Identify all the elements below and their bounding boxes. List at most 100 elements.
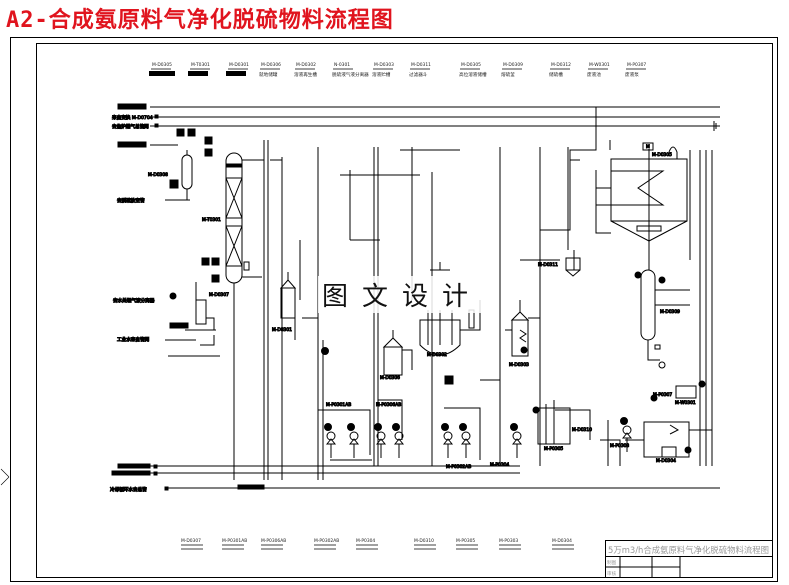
equipment-list-item: M-P0305 — [456, 538, 478, 550]
equipment-name: 过滤器斗 — [409, 71, 428, 78]
equipment-tag: M-D0306 — [261, 62, 281, 68]
instrument-boxes — [176, 128, 220, 283]
equipment-tag: M-D0303 — [374, 62, 394, 68]
stream-bar — [111, 470, 151, 476]
tag-d0311: M-D0311 — [538, 262, 558, 268]
equipment-list-item: M-D0311 过滤器斗 — [409, 62, 431, 78]
tag-d0310: M-D0310 — [572, 427, 592, 433]
tag-p0307: M-P0307 — [653, 392, 672, 398]
equipment-list-item: M-D0303 溶液贮槽 — [372, 62, 394, 78]
stream-label: 来自变换 M-D0704 — [112, 114, 153, 121]
equipment-list-item: M-P0303 — [499, 538, 521, 550]
tag-mixer: M — [646, 144, 650, 150]
vessel-d0308 — [165, 150, 193, 201]
equipment-tags: M-D0308 M-T0301 M-D0307 M-D0301 M-D0306 … — [148, 144, 697, 471]
equipment-list-item: M-D0309 熔硫釜 — [501, 62, 523, 78]
drawn-by-label: 制图 — [607, 559, 617, 566]
tag-d0306: M-D0306 — [380, 375, 400, 381]
equipment-tag: M-T0301 — [191, 62, 210, 68]
equipment-tag: M-D0309 — [503, 62, 523, 68]
tag-t0301: M-T0301 — [202, 217, 221, 223]
vessel-d0310 — [532, 400, 571, 445]
inlet-streams — [111, 103, 720, 491]
equipment-tag: M-W0301 — [589, 62, 610, 68]
equipment-tag: M-D0305 — [152, 62, 172, 68]
pump — [374, 423, 387, 458]
stream-labels: 来自变换 M-D0704 去焦炉煤气总管网 去脱硫放空管 去水处理气液分离器 工… — [110, 114, 156, 494]
equipment-list-item: M-D0305 — [149, 62, 175, 76]
pump — [347, 423, 360, 458]
inner-frame — [36, 43, 773, 578]
tag-d0307: M-D0307 — [209, 292, 229, 298]
vessel-d0301 — [279, 272, 329, 480]
equipment-list-item: M-P0304 — [356, 538, 378, 550]
tag-d0303: M-D0303 — [509, 362, 529, 368]
tag-d0309: M-D0309 — [660, 309, 680, 315]
pump — [620, 417, 633, 452]
equipment-name: 溶液贮槽 — [372, 71, 391, 78]
tag-p0303: M-P0303 — [610, 443, 629, 449]
equipment-list-item: M-D0310 — [414, 538, 436, 550]
stream-label: 冷却循环水去总管 — [110, 486, 147, 493]
vessel-d0302 — [419, 262, 481, 385]
pump — [324, 423, 337, 458]
equipment-name: 储硫槽 — [549, 71, 563, 78]
checked-by-label: 审核 — [607, 570, 617, 577]
equipment-name: 废液泵 — [625, 71, 639, 78]
equipment-list-item: M-P0302AB — [314, 538, 339, 550]
vessel-d0303 — [505, 300, 540, 357]
bottom-equipment-list: M-D0307 M-P0301AB M-P0306AB M-P0302AB M-P030… — [181, 538, 574, 550]
equipment-tag: M-D0305 — [461, 62, 481, 68]
pump — [392, 423, 405, 458]
tag-w0301: M-W0301 — [675, 400, 696, 406]
equipment-tag: M-P0304 — [356, 538, 375, 544]
equipment-tag: M-D0307 — [181, 538, 201, 544]
vessel-d0304 — [625, 394, 712, 458]
equipment-name: 熔硫釜 — [501, 71, 515, 78]
equipment-tag: M-D0312 — [551, 62, 571, 68]
vessel-d0309 — [634, 269, 690, 369]
equipment-name: 高位溶液储槽 — [459, 71, 487, 78]
equipment-list-item: M-D0304 — [552, 538, 574, 550]
equipment-list-item: M-D0312 储硫槽 — [549, 62, 571, 78]
equipment-tag: M-D0311 — [411, 62, 431, 68]
equipment-tag: M-D0301 — [229, 62, 249, 68]
equipment-list-item: M-D0301 — [226, 62, 249, 76]
pump — [441, 423, 454, 458]
equipment-name: 脱硫液气液分离器 — [332, 71, 369, 78]
equipment-list-item: M-D0305 高位溶液储槽 — [459, 62, 487, 78]
equipment-bar — [226, 71, 246, 76]
tag-p0304: M-P0304 — [490, 462, 509, 468]
equipment-tag: M-D0310 — [414, 538, 434, 544]
drawing-title: A2-合成氨原料气净化脱硫物料流程图 — [6, 8, 394, 33]
top-equipment-list: M-D0305 M-T0301 M-D0301 M-D0306 就地储罐 M-D0302溶… — [149, 62, 646, 78]
tag-d0301: M-D0301 — [272, 327, 292, 333]
stream-label: 去脱硫放空管 — [117, 197, 145, 204]
equipment-tag: M-D0304 — [552, 538, 572, 544]
equipment-tag: M-P0306AB — [261, 538, 286, 544]
tag-p0306ab: M-P0306AB — [376, 402, 401, 408]
stream-bar — [237, 484, 265, 490]
pump — [510, 423, 523, 458]
stream-label: 去焦炉煤气总管网 — [112, 123, 149, 130]
stream-label: 工业水来自管网 — [117, 336, 150, 343]
title-block: 5万m3/h合成氨原料气净化脱硫物料流程图 制图 审核 — [605, 540, 773, 578]
drawing-name: 5万m3/h合成氨原料气净化脱硫物料流程图 — [608, 545, 769, 555]
equipment-tag: M-P0301AB — [222, 538, 247, 544]
stream-bar — [117, 103, 147, 110]
equipment-bar — [149, 71, 175, 76]
vessel-d0311 — [565, 257, 581, 277]
vessel-d0307 — [169, 282, 216, 346]
tag-p0302ab: M-P0302AB — [446, 464, 471, 470]
tag-d0305: M-D0305 — [652, 152, 672, 158]
pump-manifold — [318, 379, 621, 466]
column-t0301 — [225, 152, 282, 480]
tag-p0305: M-P0305 — [544, 446, 563, 452]
equipment-list-item: M-P0301AB — [222, 538, 247, 550]
stream-bar — [117, 463, 151, 469]
equipment-name: 就地储罐 — [259, 71, 278, 78]
equipment-list-item: M-P0306AB — [261, 538, 286, 550]
